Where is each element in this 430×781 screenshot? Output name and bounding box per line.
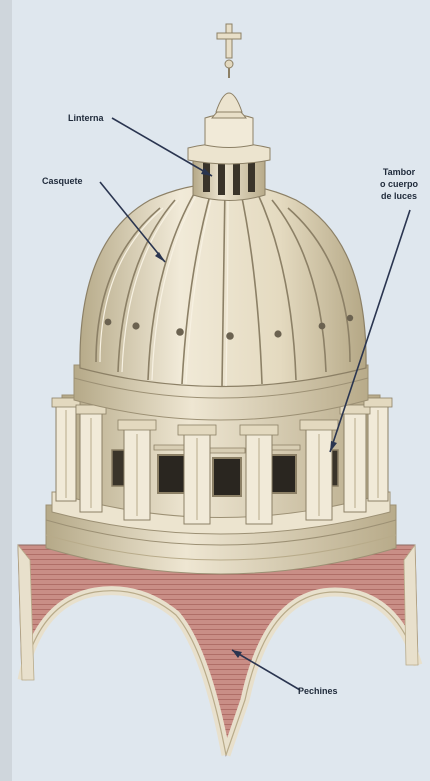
label-tambor-line-1: Tambor [368,166,430,178]
label-tambor: Tambor o cuerpo de luces [368,166,430,202]
label-casquete: Casquete [42,175,83,187]
label-tambor-line-2: o cuerpo [368,178,430,190]
label-linterna: Linterna [68,112,104,124]
page-edge [0,0,12,781]
label-tambor-line-3: de luces [368,190,430,202]
label-pechines: Pechines [298,685,338,697]
